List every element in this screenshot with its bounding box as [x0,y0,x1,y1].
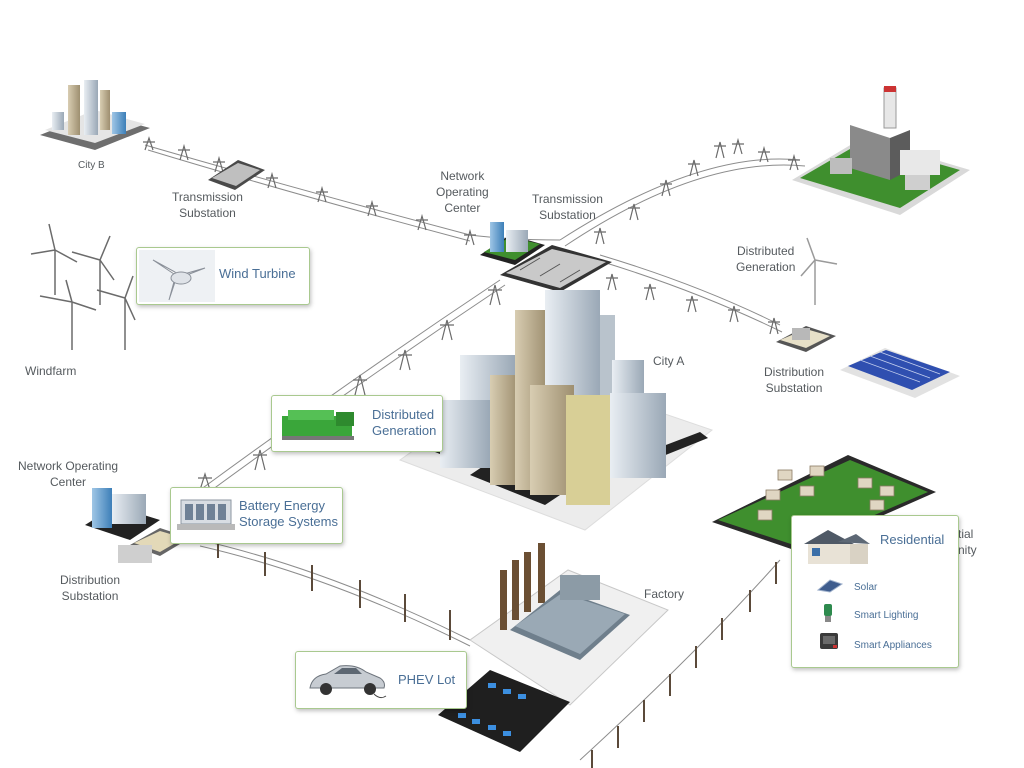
smart-appliance-icon [820,633,838,649]
residential-title: Residential [880,532,945,547]
residential-item-smart-lighting: Smart Lighting [854,610,919,621]
residential-item-solar: Solar [854,582,878,593]
wind-turbine-icon [139,250,215,302]
transmission-pylons [143,136,800,491]
solar-array-illustration [840,348,960,398]
transmission-substation-left-illustration [208,160,265,190]
power-lines [144,144,806,761]
distributed-generation-callout: Distributed Generation [271,395,443,452]
residential-community-label: tial nity [958,527,977,557]
windfarm-label: Windfarm [25,364,77,378]
noc-left-label: Network Operating Center [18,459,119,489]
house-icon [804,530,870,564]
city-a-label: City A [653,354,685,368]
noc-top-label: Network Operating Center [436,169,489,215]
solar-panel-icon [816,579,844,593]
residential-callout: Residential Solar Smart Lighting Smart A… [791,515,959,668]
distributed-generation-right-label: Distributed Generation [736,244,796,274]
generator-icon [282,410,354,440]
residential-item-smart-appliances: Smart Appliances [854,640,932,651]
wind-turbine-callout: Wind Turbine [136,247,310,305]
factory-illustration [469,543,669,706]
smart-lighting-icon [824,604,832,622]
phev-lot-title: PHEV Lot [398,672,456,687]
noc-top-illustration [480,222,545,265]
phev-parking-lot-illustration [438,670,570,752]
windfarm-illustration [30,223,136,350]
distribution-poles [217,540,777,768]
wind-turbine-title: Wind Turbine [219,266,296,281]
battery-storage-callout: Battery Energy Storage Systems [170,487,343,544]
distributed-generation-title: Distributed Generation [372,407,437,438]
noc-left-illustration [85,488,160,540]
distribution-substation-right-illustration [776,326,836,352]
phev-lot-callout: PHEV Lot [295,651,467,709]
transmission-substation-mid-illustration [500,245,612,292]
factory-label: Factory [644,587,685,601]
electric-car-icon [309,665,387,699]
distribution-substation-right-label: Distribution Substation [764,365,825,395]
city-a-illustration [398,290,714,531]
transmission-substation-left-label: Transmission Substation [172,190,243,220]
city-b-label: City B [78,160,105,171]
residential-community-illustration [712,455,936,552]
distributed-generation-turbine [800,237,838,305]
distribution-substation-left-label: Distribution Substation [60,573,121,603]
power-plant-illustration [792,86,970,215]
city-b-illustration [40,80,150,150]
transmission-substation-mid-label: Transmission Substation [532,192,603,222]
battery-storage-title: Battery Energy Storage Systems [239,498,338,529]
battery-storage-icon [177,499,235,530]
